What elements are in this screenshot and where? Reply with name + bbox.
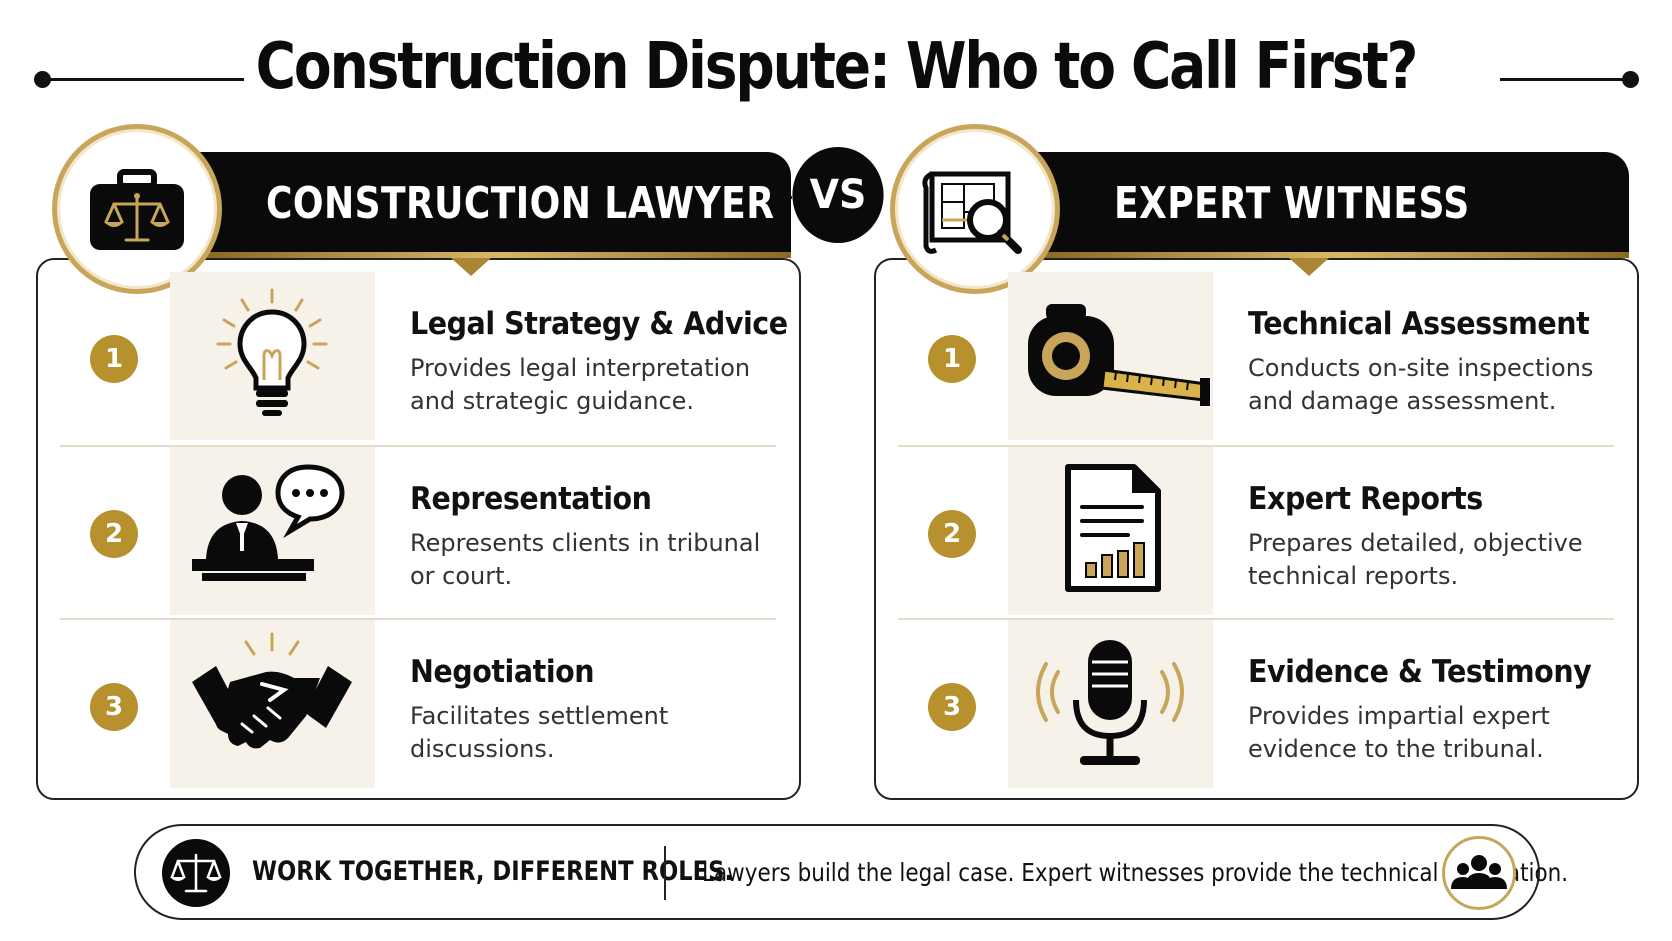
- microphone-icon: [1036, 640, 1184, 765]
- footer-text: Lawyers build the legal case. Expert wit…: [702, 858, 1569, 887]
- item-description: Represents clients in tribunal or court.: [410, 529, 761, 590]
- footer-group-badge: [1442, 836, 1516, 910]
- expert-list: 1 Technical Assessment: [898, 272, 1614, 791]
- list-item: 2 Expert Reports Prepares det: [898, 445, 1614, 618]
- expert-banner: [1024, 152, 1629, 258]
- icon-box: [170, 447, 375, 615]
- lawyer-badge: [52, 124, 222, 294]
- icon-box: [170, 620, 375, 788]
- list-item: 1 Technical Assessment: [898, 272, 1614, 445]
- scales-icon: [170, 853, 222, 893]
- banner-notch: [1289, 258, 1329, 276]
- lawyer-banner: [186, 152, 791, 258]
- step-number: 3: [90, 683, 138, 731]
- list-item: 3 Evidenc: [898, 618, 1614, 791]
- title-line-left: [44, 78, 244, 81]
- item-title: Expert Reports: [1248, 481, 1483, 517]
- icon-box: [170, 272, 375, 440]
- blueprint-magnifier-icon: [922, 171, 1022, 254]
- banner-notch: [451, 258, 491, 276]
- title-dot-right: [1622, 71, 1639, 88]
- title-dot-left: [34, 71, 51, 88]
- icon-box: [1008, 447, 1213, 615]
- list-item: 3 Negotiation Facilitates settlement dis: [60, 618, 776, 791]
- step-number: 2: [90, 510, 138, 558]
- item-title: Technical Assessment: [1248, 306, 1590, 342]
- step-number: 2: [928, 510, 976, 558]
- footer-headline: WORK TOGETHER, DIFFERENT ROLES.: [252, 856, 734, 887]
- footer-divider: [664, 846, 666, 900]
- speaker-podium-icon: [192, 464, 345, 581]
- briefcase-scales-icon: [90, 169, 184, 250]
- step-number: 1: [928, 335, 976, 383]
- lawyer-list: 1 Legal Strategy & A: [60, 272, 788, 791]
- list-item: 2 Representation Represents clients in t…: [60, 445, 776, 618]
- item-title: Negotiation: [410, 654, 595, 690]
- banner-gold-stripe: [206, 252, 791, 258]
- step-number: 1: [90, 335, 138, 383]
- item-title: Evidence & Testimony: [1248, 654, 1592, 690]
- banner-gold-stripe: [1044, 252, 1629, 258]
- lightbulb-icon: [216, 288, 328, 416]
- lawyer-card: [36, 258, 801, 800]
- handshake-icon: [192, 632, 352, 749]
- footer-banner: WORK TOGETHER, DIFFERENT ROLES. Lawyers …: [134, 824, 1568, 920]
- title-row: Construction Dispute: Who to Call First?: [0, 24, 1672, 124]
- item-description: Provides impartial expert evidence to th…: [1248, 702, 1550, 763]
- expert-badge: [890, 124, 1060, 294]
- item-description: Conducts on-site inspections and damage …: [1248, 354, 1594, 415]
- title-line-right: [1500, 78, 1630, 81]
- lawyer-heading: CONSTRUCTION LAWYER: [266, 178, 775, 229]
- expert-heading: EXPERT WITNESS: [1114, 178, 1470, 229]
- list-item: 1 Legal Strategy & A: [60, 272, 788, 445]
- report-chart-icon: [1065, 464, 1161, 592]
- step-number: 3: [928, 683, 976, 731]
- item-description: Facilitates settlement discussions.: [410, 702, 669, 763]
- vs-badge: VS: [792, 147, 884, 243]
- item-title: Representation: [410, 481, 652, 517]
- tape-measure-icon: [1028, 304, 1210, 406]
- group-icon: [1451, 855, 1507, 889]
- item-description: Provides legal interpretation and strate…: [410, 354, 751, 415]
- lawyer-panel: CONSTRUCTION LAWYER 1: [36, 124, 801, 800]
- expert-card: [874, 258, 1639, 800]
- icon-box: [1008, 620, 1213, 788]
- expert-panel: EXPERT WITNESS 1: [874, 124, 1639, 800]
- page-title: Construction Dispute: Who to Call First?: [255, 30, 1419, 104]
- footer-scales-badge: [162, 839, 230, 907]
- icon-box: [1008, 272, 1213, 440]
- item-title: Legal Strategy & Advice: [410, 306, 788, 342]
- item-description: Prepares detailed, objective technical r…: [1248, 529, 1583, 590]
